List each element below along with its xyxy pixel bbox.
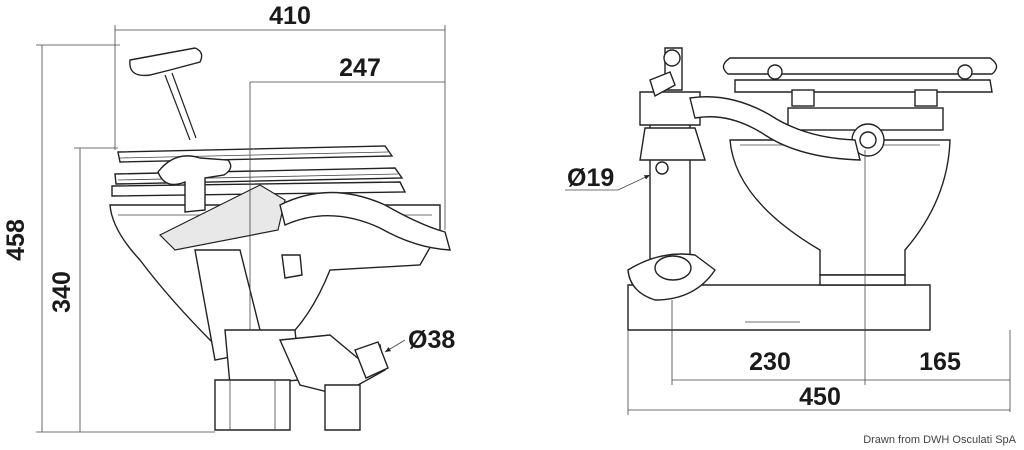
- dim-d19: Ø19: [565, 164, 651, 192]
- pump-handle-lowered: [157, 155, 232, 213]
- dim-d19-label: Ø19: [567, 164, 614, 192]
- flush-hose: [279, 191, 451, 251]
- credit-text: Drawn from DWH Osculati SpA: [863, 434, 1016, 446]
- pump-body: [158, 184, 389, 431]
- dim-450: 450: [627, 330, 1010, 415]
- front-hose: [689, 96, 861, 161]
- dim-247: 247: [249, 54, 445, 330]
- front-pump: [627, 47, 716, 301]
- dim-165: 165: [865, 330, 1011, 412]
- front-lid: [722, 57, 998, 75]
- pump-handle-raised: [129, 47, 203, 141]
- dim-458: 458: [2, 44, 215, 433]
- dim-340: 340: [48, 147, 118, 432]
- dim-230-label: 230: [749, 348, 791, 376]
- dim-410-label: 410: [269, 2, 311, 30]
- dim-410: 410: [114, 2, 446, 230]
- dim-340-label: 340: [48, 271, 76, 313]
- front-view: Ø19 230 165 450: [565, 47, 1011, 415]
- dim-165-label: 165: [919, 348, 961, 376]
- dim-450-label: 450: [799, 383, 841, 411]
- dim-247-label: 247: [339, 54, 381, 82]
- side-view: 410 247 458 340 Ø38: [2, 2, 455, 433]
- dim-d38: Ø38: [384, 326, 455, 354]
- dim-230: 230: [671, 150, 866, 385]
- dim-458-label: 458: [2, 219, 30, 261]
- front-bowl: [729, 139, 951, 276]
- dim-d38-label: Ø38: [408, 326, 455, 354]
